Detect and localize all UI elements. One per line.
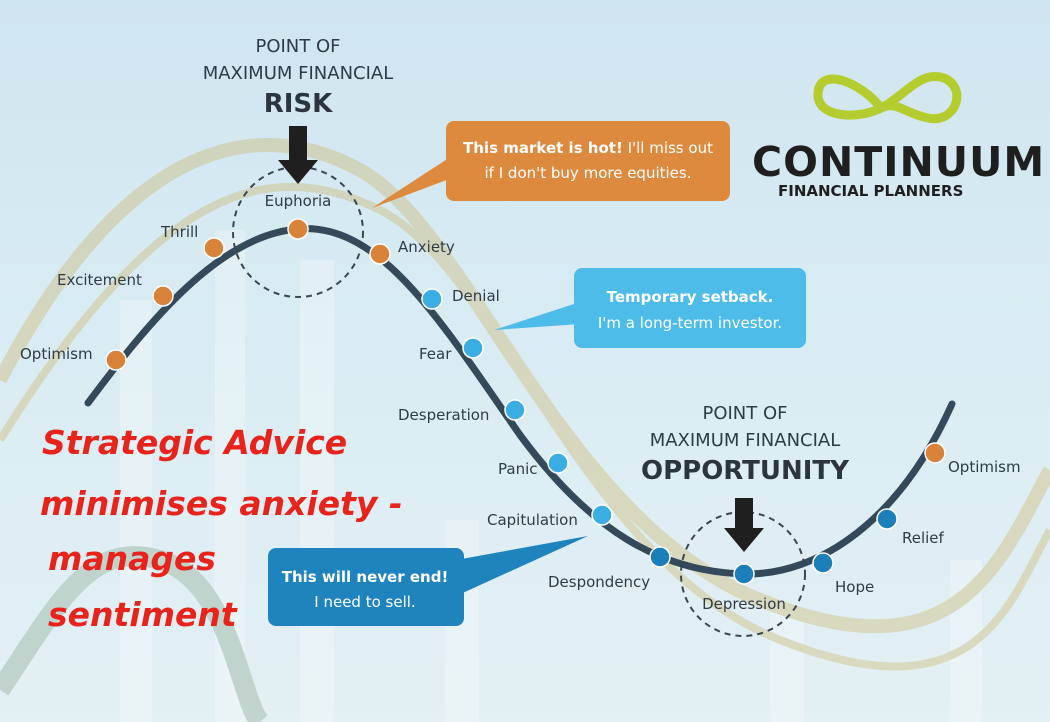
risk-heading-line3: RISK (264, 89, 333, 119)
opportunity-heading-line1: POINT OF (702, 403, 787, 424)
slogan-line4: sentiment (48, 595, 238, 634)
stage-point-1: Excitement (57, 271, 174, 307)
stage-label-11: Depression (702, 595, 786, 613)
risk-heading-line1: POINT OF (255, 36, 340, 57)
stage-label-5: Denial (452, 287, 500, 305)
stage-label-7: Desperation (398, 406, 489, 424)
slogan: Strategic Advice minimises anxiety - man… (40, 423, 403, 634)
stage-label-8: Panic (498, 460, 538, 478)
stage-point-5: Denial (421, 287, 500, 310)
stage-label-4: Anxiety (398, 238, 455, 256)
bubble-sell-line1: This will never end! (282, 568, 449, 586)
opportunity-heading: POINT OF MAXIMUM FINANCIAL OPPORTUNITY (641, 403, 850, 486)
opportunity-arrow-icon (724, 498, 764, 552)
infinity-logo-icon (813, 72, 962, 124)
bubble-hot-strong: This market is hot! (463, 139, 623, 157)
bubble-hot-line2: if I don't buy more equities. (485, 164, 692, 182)
risk-heading: POINT OF MAXIMUM FINANCIAL RISK (203, 36, 394, 119)
bubble-setback: Temporary setback. I'm a long-term inves… (494, 268, 806, 348)
stage-label-2: Thrill (160, 223, 198, 241)
stage-label-14: Optimism (948, 458, 1021, 476)
stage-point-11: Depression (702, 563, 786, 613)
continuum-logo: CONTINUUM FINANCIAL PLANNERS (752, 72, 1045, 200)
opportunity-heading-line3: OPPORTUNITY (641, 456, 850, 486)
logo-name: CONTINUUM (752, 138, 1045, 186)
bubble-never-end: This will never end! I need to sell. (268, 536, 588, 626)
stage-label-1: Excitement (57, 271, 142, 289)
risk-arrow-icon (278, 126, 318, 184)
svg-text:This market is hot! I'll miss: This market is hot! I'll miss out (463, 139, 713, 157)
slogan-line3: manages (48, 539, 216, 578)
opportunity-heading-line2: MAXIMUM FINANCIAL (650, 430, 841, 451)
stage-point-0: Optimism (20, 345, 127, 371)
stage-point-7: Desperation (398, 399, 526, 424)
slogan-line2: minimises anxiety - (40, 484, 403, 523)
stage-point-2: Thrill (160, 223, 225, 259)
bubble-setback-line2: I'm a long-term investor. (598, 314, 782, 332)
slogan-line1: Strategic Advice (42, 423, 347, 462)
stage-label-3: Euphoria (265, 192, 332, 210)
stage-point-3: Euphoria (265, 192, 332, 240)
stage-label-9: Capitulation (487, 511, 578, 529)
stage-label-6: Fear (419, 345, 452, 363)
bubble-hot-rest: I'll miss out (623, 139, 713, 157)
stage-point-6: Fear (419, 337, 484, 363)
stage-point-10: Despondency (548, 546, 671, 591)
stage-label-0: Optimism (20, 345, 93, 363)
stage-point-13: Relief (876, 508, 945, 547)
stage-label-13: Relief (902, 529, 945, 547)
logo-tagline: FINANCIAL PLANNERS (778, 182, 963, 200)
bubble-market-hot: This market is hot! I'll miss out if I d… (372, 121, 730, 208)
stage-point-14: Optimism (924, 442, 1021, 476)
stage-label-12: Hope (835, 578, 874, 596)
risk-dashed-circle (232, 166, 364, 298)
bubble-sell-line2: I need to sell. (314, 593, 415, 611)
stage-point-9: Capitulation (487, 504, 613, 529)
risk-heading-line2: MAXIMUM FINANCIAL (203, 63, 394, 84)
stage-label-10: Despondency (548, 573, 650, 591)
bubble-setback-line1: Temporary setback. (607, 288, 774, 306)
stage-point-4: Anxiety (369, 238, 455, 265)
stage-point-12: Hope (812, 552, 874, 596)
stage-point-8: Panic (498, 452, 569, 478)
